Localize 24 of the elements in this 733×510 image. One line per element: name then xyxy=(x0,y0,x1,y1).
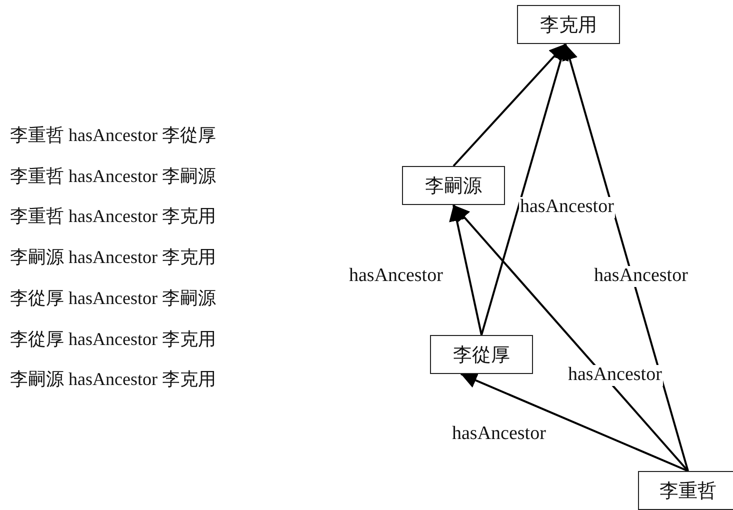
triple-text: 李重哲 hasAncestor 李嗣源 xyxy=(10,164,216,188)
triple-text: 李嗣源 hasAncestor 李克用 xyxy=(10,368,216,392)
person-box xyxy=(638,471,733,510)
person-box xyxy=(402,166,505,205)
arrow xyxy=(449,204,482,336)
node-label: 李嗣源 xyxy=(425,174,482,198)
triple-text: 李重哲 hasAncestor 李從厚 xyxy=(10,124,216,147)
edge-label: hasAncestor xyxy=(519,197,615,218)
triple-text: 李嗣源 hasAncestor 李克用 xyxy=(10,246,216,270)
person-box xyxy=(430,335,533,374)
arrow xyxy=(452,43,566,167)
edge-label: hasAncestor xyxy=(593,266,689,287)
arrow xyxy=(480,44,569,336)
arrow xyxy=(562,44,689,472)
person-box xyxy=(517,5,620,44)
node-label: 李克用 xyxy=(540,14,597,38)
triple-text: 李重哲 hasAncestor 李克用 xyxy=(10,205,216,228)
edge-label: hasAncestor xyxy=(567,365,663,386)
triple-text: 李從厚 hasAncestor 李克用 xyxy=(10,328,216,350)
arrow xyxy=(452,204,689,472)
node-label: 李重哲 xyxy=(660,480,716,504)
triple-text: 李從厚 hasAncestor 李嗣源 xyxy=(10,286,216,310)
arrow xyxy=(460,372,688,472)
node-label: 李從厚 xyxy=(453,344,510,368)
